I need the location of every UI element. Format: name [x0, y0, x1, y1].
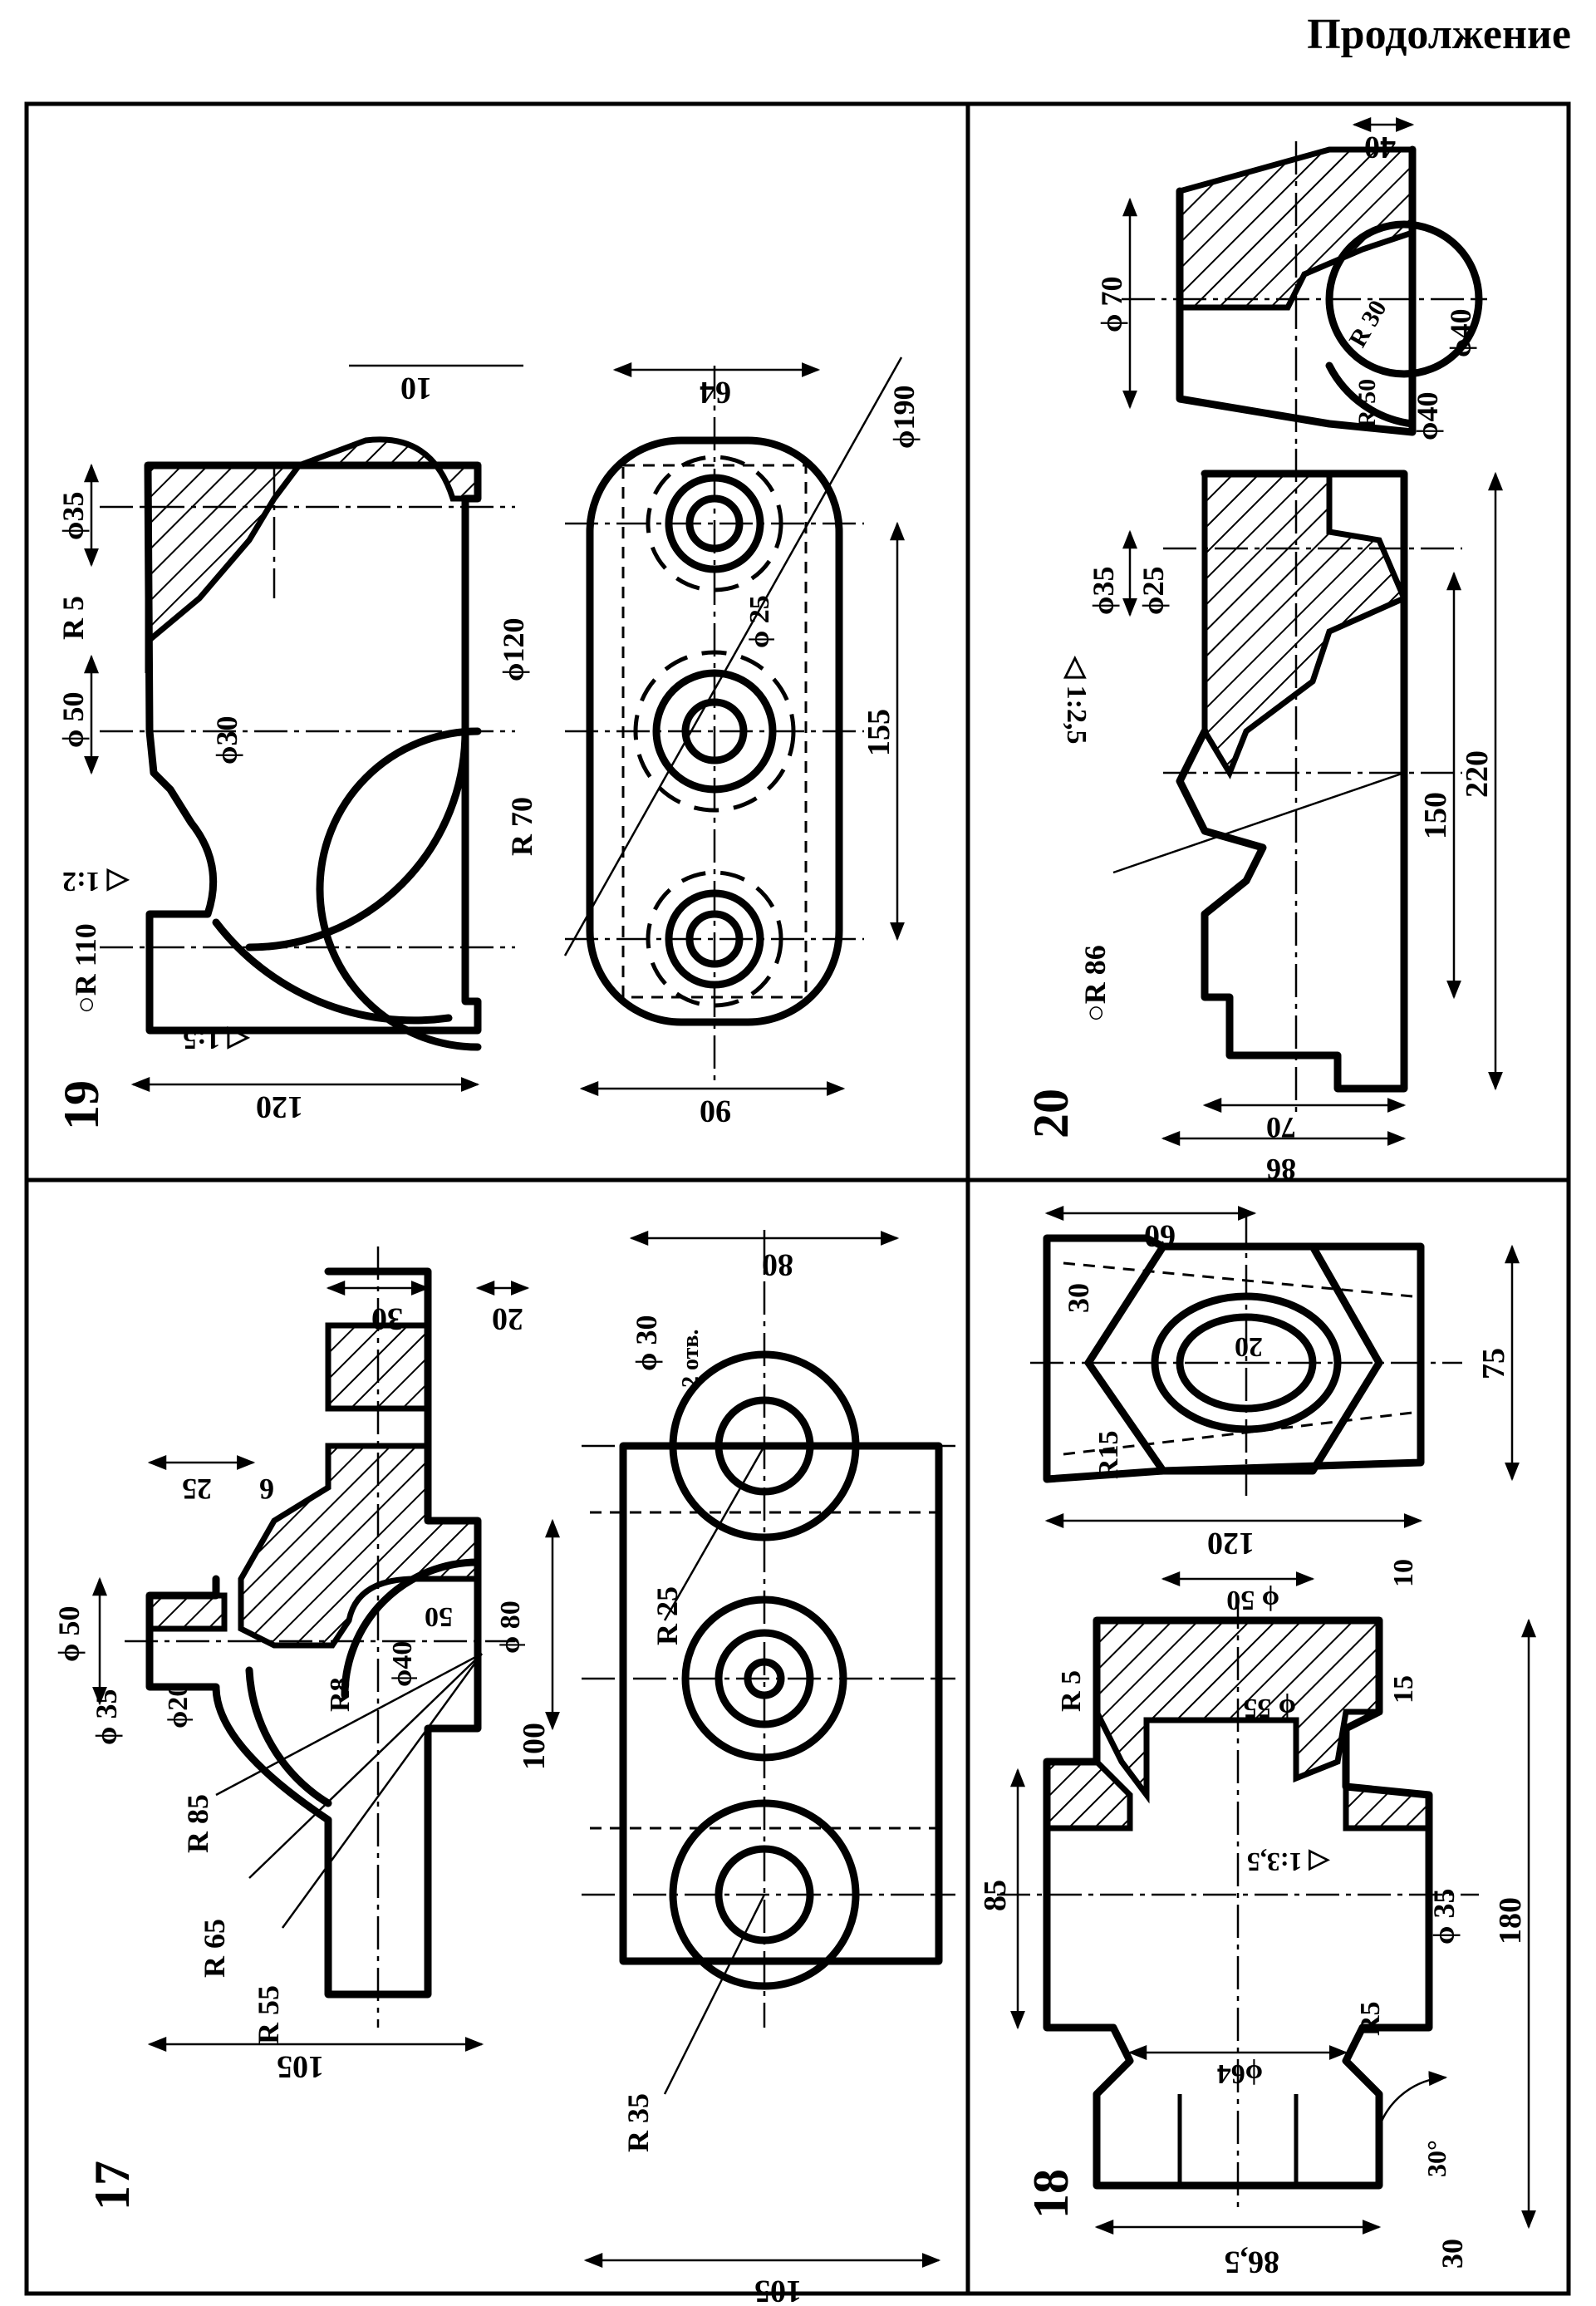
dim-label-17-19: R 25	[651, 1586, 684, 1645]
dim-label-18-8: ϕ 55	[1243, 1693, 1296, 1723]
dim-label-18-14: 180	[1493, 1897, 1528, 1945]
part-19-section-view	[100, 436, 515, 1051]
dim-label-17-6: ϕ20	[163, 1683, 194, 1728]
part-17-section-view	[125, 1246, 515, 2028]
dim-label-17-0: 30	[371, 1301, 403, 1336]
part-17-dimension-lines	[92, 1231, 941, 2268]
dim-label-19-9: ϕ120	[497, 618, 530, 681]
dim-label-17-1: 20	[492, 1301, 523, 1336]
dim-label-19-5: ϕ35	[56, 492, 90, 540]
dim-label-18-11: ◁ 1:3,5	[1247, 1847, 1331, 1877]
dim-label-18-1: 30	[1062, 1283, 1095, 1313]
dim-label-17-13: R 65	[198, 1919, 231, 1978]
dim-label-20-4: ϕ40	[1444, 309, 1477, 357]
dim-label-19-10: R 70	[505, 797, 538, 856]
dim-label-18-10: R 5	[1056, 1670, 1087, 1712]
dim-label-20-3: R 50	[1353, 379, 1381, 428]
dim-label-17-7: R8	[325, 1677, 356, 1712]
part-20-dimension-lines	[1112, 117, 1503, 1146]
dim-label-20-12: 70	[1266, 1111, 1296, 1144]
dim-label-20-0: 40	[1364, 130, 1396, 165]
dim-label-20-9: 220	[1460, 750, 1495, 798]
panel-number-17: 17	[85, 2161, 140, 2210]
page-title: Продолжение	[1307, 11, 1571, 58]
dim-label-18-17: 30°	[1422, 2140, 1451, 2177]
drawing-panel-18: 18 60 30 20 75 R15 120 10 ϕ 50 ϕ 55 15 R…	[978, 1206, 1536, 2279]
dim-label-20-5: ϕ40	[1411, 392, 1444, 440]
sheet-frame	[24, 101, 1571, 2296]
dim-label-20-8: ◁ 1:2,5	[1061, 655, 1092, 744]
part-18-top-view	[1030, 1213, 1462, 1496]
dim-label-19-14: ◁ 1:5	[183, 1024, 251, 1055]
dim-label-19-8: ϕ30	[210, 716, 243, 765]
dim-label-17-14: R 55	[252, 1985, 285, 2044]
dim-label-18-6: 10	[1388, 1559, 1419, 1587]
dim-label-17-18: 80	[762, 1247, 793, 1282]
panel-number-18: 18	[1024, 2169, 1078, 2219]
part-18-dimension-lines	[1010, 1206, 1536, 2235]
dim-label-17-12: R 85	[181, 1794, 214, 1853]
dim-label-17-4: ϕ 50	[52, 1606, 86, 1662]
dim-label-19-4: 155	[862, 709, 896, 756]
panel-number-20: 20	[1024, 1089, 1078, 1138]
dim-label-20-6: ϕ35	[1087, 567, 1120, 615]
dim-label-17-9: 50	[425, 1601, 453, 1632]
dim-label-17-11: 100	[517, 1723, 552, 1770]
dim-label-17-15: 105	[277, 2049, 324, 2084]
dim-label-18-5: 120	[1207, 1526, 1255, 1561]
dim-label-19-11: ϕ190	[887, 386, 921, 449]
dim-label-18-3: 75	[1476, 1348, 1511, 1379]
dim-label-18-18: 30	[1436, 2239, 1469, 2269]
dim-label-17-3: 6	[259, 1473, 274, 1506]
dim-label-17-8: ϕ40	[387, 1641, 418, 1687]
dim-label-18-9: 15	[1388, 1675, 1419, 1704]
dim-label-20-7: ϕ25	[1137, 567, 1170, 615]
dim-label-19-2: 90	[700, 1094, 731, 1128]
dim-label-18-13: ϕ 35	[1427, 1889, 1461, 1945]
dim-label-17-21: 105	[754, 2274, 802, 2306]
dim-label-19-6: R 5	[56, 596, 90, 640]
dim-label-20-2: R 30	[1343, 296, 1392, 352]
dim-label-20-10: 150	[1418, 792, 1453, 839]
dim-label-18-4: R15	[1093, 1430, 1124, 1479]
drawing-panel-20: 20 40 ϕ 70 R 30 R 50 ϕ40 ϕ40 ϕ35 ϕ25 ◁ 1…	[1024, 117, 1503, 1186]
part-20-front-view	[1163, 449, 1462, 1114]
dim-label-18-12: 85	[978, 1880, 1013, 1911]
dim-label-18-2: 20	[1235, 1331, 1263, 1362]
drawing-panel-19: 19 120 10 90 64 155 ϕ35 R 5 ϕ 50 ϕ30 ϕ12…	[54, 356, 921, 1130]
part-19-plan-view	[565, 366, 864, 1080]
dim-label-19-12: ϕ 25	[744, 595, 775, 648]
dim-label-17-16: ϕ 30	[630, 1315, 663, 1371]
dim-label-19-15: ○R 110	[69, 923, 102, 1014]
dim-label-20-11: ○R 86	[1078, 945, 1112, 1022]
dim-label-19-1: 10	[400, 371, 432, 406]
dim-label-17-20: R 35	[621, 2093, 655, 2152]
panel-number-19: 19	[54, 1080, 109, 1130]
dim-label-17-17: 2 отв.	[678, 1329, 704, 1388]
dim-label-18-19: 86,5	[1225, 2245, 1280, 2279]
part-20-top-view	[1122, 141, 1487, 449]
dim-label-18-0: 60	[1144, 1218, 1176, 1253]
drawing-panel-17: 17 30 20 25 6 ϕ 50 ϕ 35 ϕ20 R8 ϕ40 50 ϕ …	[52, 1230, 955, 2306]
part-18-front-view	[997, 1596, 1479, 2210]
dim-label-19-3: 64	[700, 375, 731, 410]
dim-label-17-5: ϕ 35	[90, 1689, 123, 1745]
dim-label-20-1: ϕ 70	[1095, 277, 1128, 332]
dim-label-17-10: ϕ 80	[495, 1600, 526, 1654]
dim-label-18-16: R5	[1355, 2001, 1386, 2036]
dim-label-18-15: ϕ64	[1217, 2058, 1263, 2089]
dim-label-19-7: ϕ 50	[56, 692, 90, 748]
part-19-dimension-lines	[84, 356, 905, 1096]
dim-label-18-7: ϕ 50	[1226, 1585, 1279, 1615]
dim-label-19-13: ◁ 1:2	[62, 866, 130, 897]
dim-label-19-0: 120	[256, 1089, 303, 1124]
dim-label-20-13: 86	[1266, 1153, 1296, 1186]
part-17-plan-view	[582, 1230, 955, 2028]
dim-label-17-2: 25	[182, 1473, 212, 1506]
